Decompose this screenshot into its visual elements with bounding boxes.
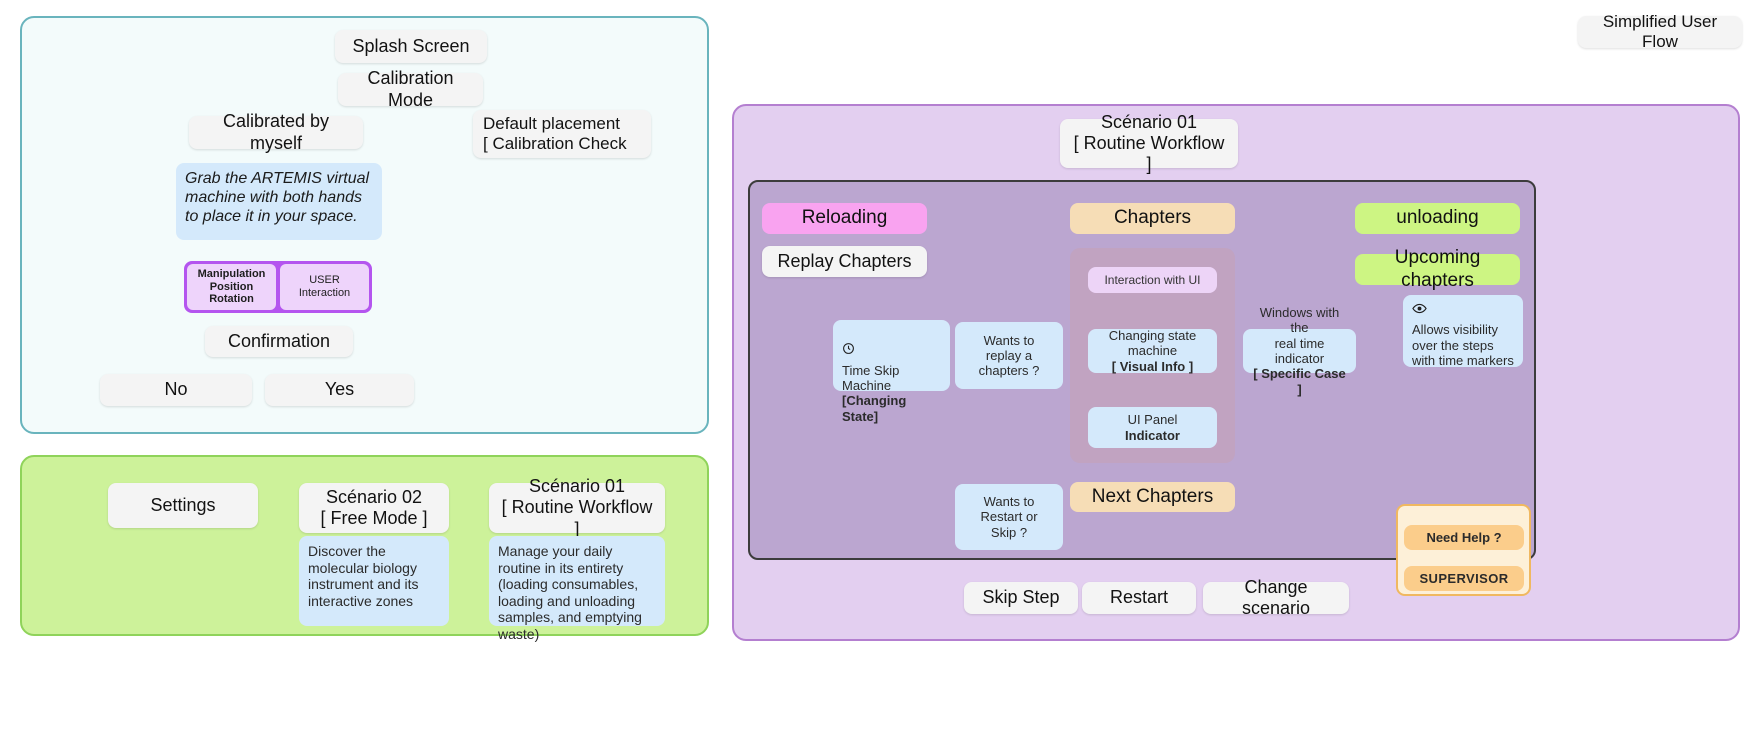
node-calibration-mode[interactable]: Calibration Mode [338,68,483,110]
button-need-help[interactable]: Need Help ? [1404,525,1524,550]
scenario-panel-title: Scénario 01 [ Routine Workflow ] [1060,112,1238,174]
ui-panel-tag: Indicator [1125,427,1180,443]
windows-realtime-label: Windows with the real time indicator [1259,305,1340,366]
node-allows-visibility[interactable]: Allows visibility over the steps with ti… [1403,295,1523,368]
button-supervisor[interactable]: SUPERVISOR [1404,566,1524,591]
node-splash-screen[interactable]: Splash Screen [335,30,487,63]
button-change-scenario[interactable]: Change scenario [1203,577,1349,618]
button-yes[interactable]: Yes [265,374,414,406]
node-user-interaction[interactable]: USER Interaction [280,264,369,310]
node-wants-restart-skip[interactable]: Wants to Restart or Skip ? [955,484,1063,550]
diagram-title: Simplified User Flow [1578,12,1742,51]
button-scenario-01[interactable]: Scénario 01 [ Routine Workflow ] [489,476,665,539]
node-confirmation[interactable]: Confirmation [205,326,353,357]
node-manipulation[interactable]: Manipulation Position Rotation [187,264,276,310]
desc-scenario-01: Manage your daily routine in its entiret… [489,536,665,642]
button-replay-chapters[interactable]: Replay Chapters [762,246,927,277]
allows-visibility-label: Allows visibility over the steps with ti… [1412,322,1514,368]
button-upcoming-chapters[interactable]: Upcoming chapters [1355,247,1520,291]
header-chapters[interactable]: Chapters [1070,203,1235,234]
changing-state-tag: [ Visual Info ] [1111,358,1194,374]
time-skip-state: [Changing State] [842,393,907,424]
manipulation-interaction-group: Manipulation Position Rotation USER Inte… [184,261,372,313]
button-next-chapters[interactable]: Next Chapters [1070,482,1235,512]
node-default-placement[interactable]: Default placement [ Calibration Check [473,110,651,158]
button-scenario-02[interactable]: Scénario 02 [ Free Mode ] [299,483,449,533]
time-skip-label: Time Skip Machine [842,362,900,393]
button-settings[interactable]: Settings [108,483,258,528]
clock-icon [842,327,855,359]
node-time-skip-machine[interactable]: Time Skip Machine [Changing State] [833,320,950,424]
windows-realtime-tag: [ Specific Case ] [1253,366,1346,397]
button-skip-step[interactable]: Skip Step [964,582,1078,614]
eye-icon [1412,302,1427,318]
node-calibrated-by-myself[interactable]: Calibrated by myself [189,111,363,153]
button-no[interactable]: No [100,374,252,406]
header-reloading[interactable]: Reloading [762,203,927,234]
node-changing-state-machine[interactable]: Changing state machine [ Visual Info ] [1088,328,1217,374]
node-ui-panel-indicator[interactable]: UI Panel Indicator [1088,407,1217,448]
header-unloading[interactable]: unloading [1355,203,1520,234]
node-windows-realtime[interactable]: Windows with the real time indicator [ S… [1243,305,1356,397]
desc-scenario-02: Discover the molecular biology instrumen… [299,536,449,626]
ui-panel-label: UI Panel [1127,412,1178,428]
note-grab-instruction: Grab the ARTEMIS virtual machine with bo… [176,163,382,240]
button-restart[interactable]: Restart [1082,582,1196,614]
node-wants-replay[interactable]: Wants to replay a chapters ? [955,322,1063,389]
node-interaction-with-ui[interactable]: Interaction with UI [1088,267,1217,293]
changing-state-label: Changing state machine [1108,328,1197,359]
